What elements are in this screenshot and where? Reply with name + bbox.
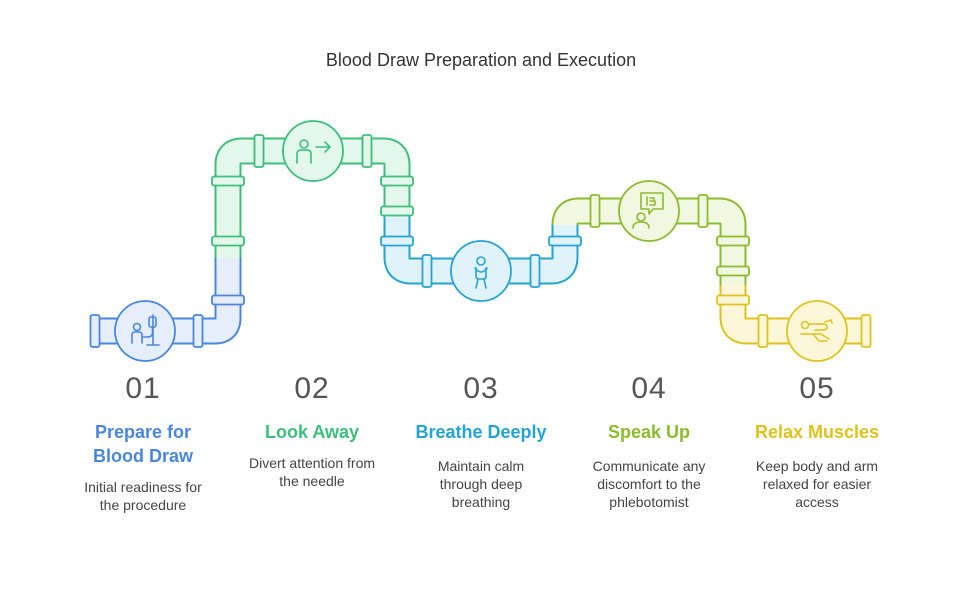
pipe-connector-ring xyxy=(380,175,414,187)
step-description: Initial readiness for the procedure xyxy=(84,479,202,513)
person-arrow-icon xyxy=(296,139,332,164)
iv-drip-person-icon xyxy=(131,314,160,346)
pipe-connector-ring xyxy=(380,205,414,217)
pipe-connector-ring xyxy=(361,134,373,168)
pipe-connectors xyxy=(89,134,872,348)
step-number: 01 xyxy=(125,372,161,405)
step-description: Maintain calm through deep breathing xyxy=(437,458,525,510)
diagram-title: Blood Draw Preparation and Execution xyxy=(325,50,637,70)
pipe-connector-ring xyxy=(421,254,433,288)
pipe-connector-ring xyxy=(211,175,245,187)
pipe-connector-ring xyxy=(380,235,414,247)
step-node-3 xyxy=(450,240,512,302)
relaxed-person-icon xyxy=(800,319,833,342)
step-2: 02 Look Away Divert attention from the n… xyxy=(227,372,397,490)
person-speech-icon xyxy=(632,192,664,229)
pipe-connector-ring xyxy=(89,314,101,348)
pipe-connector-ring xyxy=(192,314,204,348)
step-number: 05 xyxy=(799,372,835,405)
step-label: Relax Muscles xyxy=(754,422,880,442)
step-number: 04 xyxy=(631,372,667,405)
step-description: Communicate any discomfort to the phlebo… xyxy=(592,458,706,510)
step-label: Speak Up xyxy=(607,422,691,442)
pipe-connector-ring xyxy=(757,314,769,348)
step-number: 03 xyxy=(463,372,499,405)
pipe-segment-1 xyxy=(95,258,242,345)
step-description: Keep body and arm relaxed for easier acc… xyxy=(755,458,879,510)
pipe-diagram xyxy=(89,120,872,362)
pipe-connector-ring xyxy=(860,314,872,348)
step-3: 03 Breathe Deeply Maintain calm through … xyxy=(396,372,566,511)
step-1: 01 Prepare for Blood Draw Initial readin… xyxy=(58,372,228,514)
step-5: 05 Relax Muscles Keep body and arm relax… xyxy=(732,372,902,511)
pipe-connector-ring xyxy=(697,194,709,228)
pipe-connector-ring xyxy=(211,235,245,247)
step-node-4 xyxy=(618,180,680,242)
step-node-1 xyxy=(114,300,176,362)
step-4: 04 Speak Up Communicate any discomfort t… xyxy=(564,372,734,511)
pipe-segment-4 xyxy=(551,197,747,285)
step-label: Breathe Deeply xyxy=(415,422,547,442)
step-label: Look Away xyxy=(264,422,360,442)
pipe-connector-ring xyxy=(716,294,750,306)
pipe-connector-ring xyxy=(529,254,541,288)
standing-person-icon xyxy=(474,256,488,289)
pipe-segment-5 xyxy=(719,285,866,345)
pipe-connector-ring xyxy=(253,134,265,168)
pipe-connector-ring xyxy=(716,265,750,277)
step-description: Divert attention from the needle xyxy=(248,455,376,489)
pipe-connector-ring xyxy=(716,235,750,247)
step-node-5 xyxy=(786,300,848,362)
pipe-connector-ring xyxy=(548,235,582,247)
step-label: Prepare for Blood Draw xyxy=(92,422,193,466)
step-number: 02 xyxy=(294,372,330,405)
step-node-2 xyxy=(282,120,344,182)
pipe-connector-ring xyxy=(589,194,601,228)
pipe-connector-ring xyxy=(211,294,245,306)
